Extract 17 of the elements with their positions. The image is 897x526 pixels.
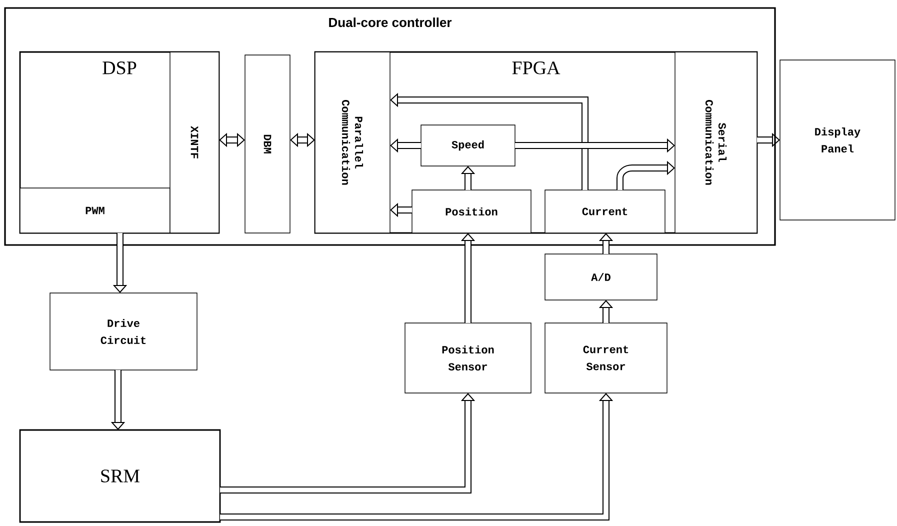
module-box: Position <box>412 190 532 234</box>
sensor-box: Position Sensor <box>404 322 532 394</box>
interface-box: Serial Communication <box>674 52 758 234</box>
converter-box: A/D <box>544 254 658 300</box>
arrow <box>616 160 675 190</box>
display-box: Display Panel <box>780 60 896 220</box>
memory-box: DBM <box>244 54 290 234</box>
arrow <box>219 132 245 148</box>
arrow <box>290 132 315 148</box>
interface-box: XINTF <box>170 52 220 234</box>
module-box: PWM <box>20 188 170 234</box>
motor-box: SRM <box>19 429 221 523</box>
module-box: Speed <box>420 124 516 166</box>
module-box: Current <box>544 190 666 234</box>
interface-box: Parallel Communication <box>314 52 390 234</box>
sensor-box: Current Sensor <box>544 322 668 394</box>
circuit-box: Drive Circuit <box>50 292 198 370</box>
